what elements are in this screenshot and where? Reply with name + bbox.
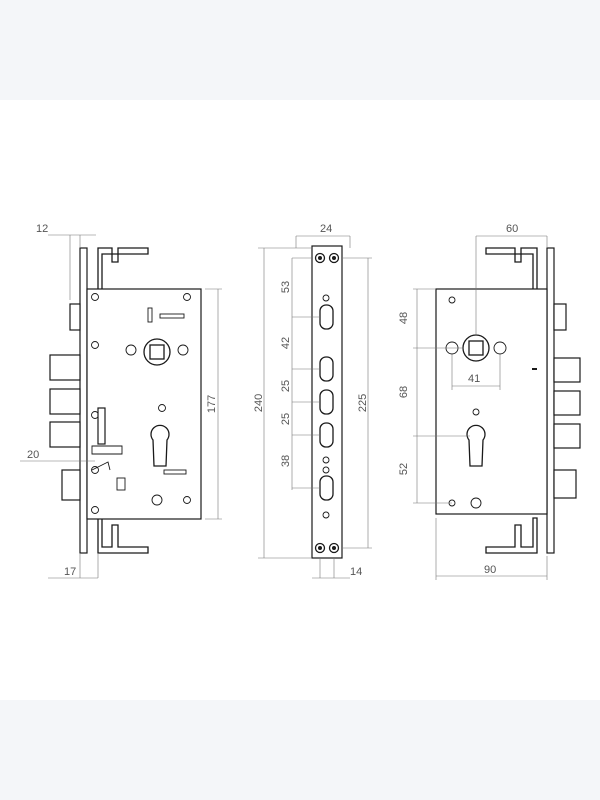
right-bolt-2 — [553, 390, 581, 416]
left-lock-body — [86, 288, 202, 520]
dim-mid-53: 53 — [280, 281, 292, 293]
right-faceplate — [546, 247, 555, 554]
middle-faceplate-view: 24 240 225 53 42 25 25 38 14 — [253, 223, 372, 579]
left-faceplate — [79, 247, 88, 554]
dim-mid-bottom: 14 — [350, 566, 362, 578]
dim-mid-total: 240 — [253, 394, 265, 412]
dim-left-bottom: 17 — [64, 566, 76, 578]
left-follower — [97, 407, 106, 445]
right-screw-mid — [472, 408, 480, 416]
dim-right-width: 90 — [484, 564, 496, 576]
dim-left-bolt: 20 — [27, 449, 39, 461]
right-lock-body — [435, 288, 548, 515]
bottom-margin — [0, 700, 600, 800]
right-lock-view: 60 41 48 68 52 90 — [398, 223, 581, 580]
dim-right-lower: 52 — [398, 463, 410, 475]
left-pin — [116, 477, 126, 491]
right-cylinder-hole — [466, 424, 486, 467]
left-bar — [159, 313, 185, 319]
left-lock-view: 12 177 20 17 — [20, 223, 222, 579]
dim-mid-42: 42 — [280, 337, 292, 349]
dim-mid-width: 24 — [320, 223, 332, 235]
dim-left-height: 177 — [206, 395, 218, 413]
left-spring — [91, 461, 111, 471]
dim-mid-inner: 225 — [357, 394, 369, 412]
dim-left-top: 12 — [36, 223, 48, 235]
dim-right-backset: 60 — [506, 223, 518, 235]
left-cam — [91, 445, 123, 455]
left-spindle-hub — [125, 338, 189, 366]
left-small-bar — [163, 469, 187, 475]
left-bottom-screw — [151, 494, 163, 506]
right-small-mark — [532, 368, 537, 370]
right-top-latch — [553, 303, 567, 331]
dim-mid-25b: 25 — [280, 413, 292, 425]
right-bottom-latch — [553, 469, 577, 499]
left-upper-lever — [97, 247, 149, 291]
left-slot — [147, 307, 153, 323]
right-lower-lever — [485, 517, 538, 554]
right-bottom-cap — [470, 497, 482, 509]
left-bolt-3 — [49, 421, 81, 448]
middle-mount-holes — [314, 252, 340, 554]
left-lower-lever — [97, 517, 149, 554]
left-top-latch — [69, 303, 81, 331]
right-screw-top — [448, 296, 456, 304]
right-bolt-3 — [553, 423, 581, 449]
dim-right-spacing: 41 — [468, 373, 480, 385]
left-bottom-latch — [61, 469, 81, 501]
dim-right-upper: 48 — [398, 312, 410, 324]
dim-right-centre: 68 — [398, 386, 410, 398]
right-upper-lever — [485, 247, 538, 291]
left-cylinder-hole — [150, 424, 170, 467]
right-bolt-1 — [553, 357, 581, 383]
dim-mid-25a: 25 — [280, 380, 292, 392]
left-bolt-1 — [49, 354, 81, 381]
top-margin — [0, 0, 600, 100]
left-bolt-2 — [49, 388, 81, 415]
dim-mid-38: 38 — [280, 455, 292, 467]
